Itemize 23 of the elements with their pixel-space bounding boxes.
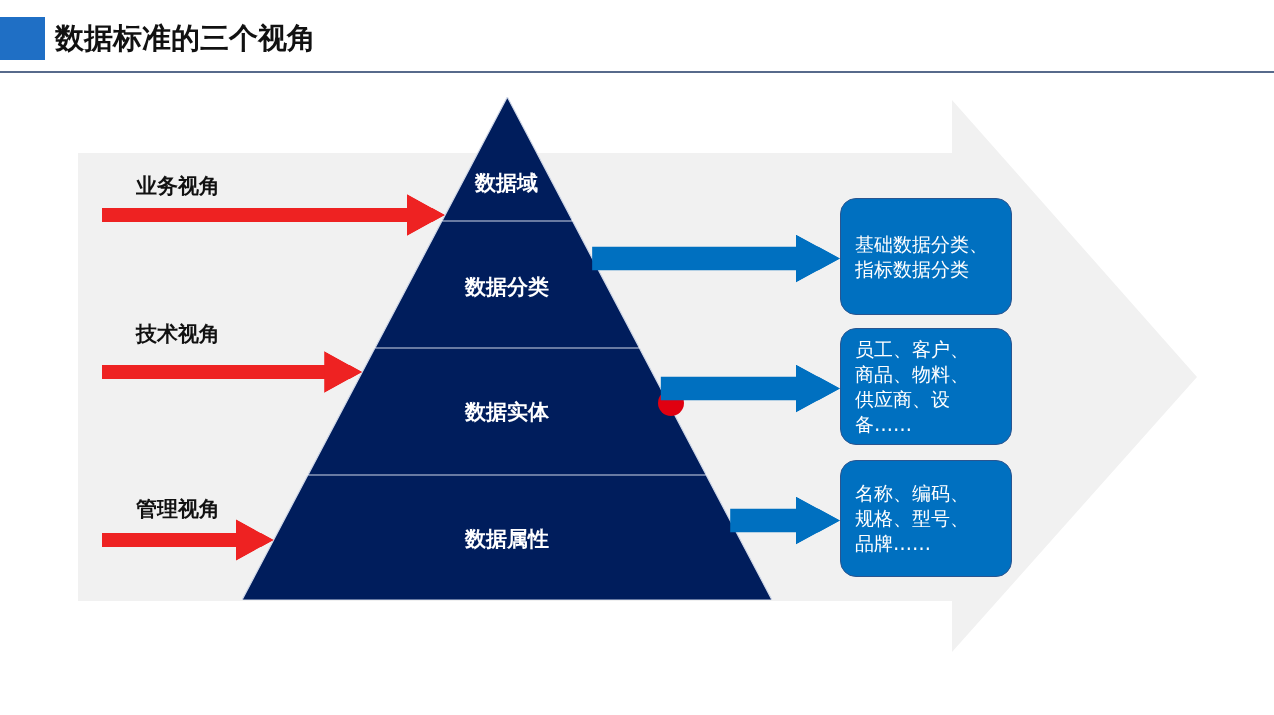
pyramid-layer [307, 348, 707, 475]
layer-label: 数据分类 [465, 274, 549, 301]
pyramid-layer [441, 97, 573, 221]
arrow [730, 496, 840, 545]
info-box [840, 328, 1012, 445]
layer-label: 数据域 [475, 170, 539, 197]
viewpoint-label: 技术视角 [136, 321, 220, 348]
arrow [102, 519, 274, 561]
viewpoint-label: 业务视角 [136, 173, 220, 200]
arrow [102, 194, 445, 236]
viewpoint-label: 管理视角 [136, 496, 220, 523]
title: 数据标准的三个视角 [55, 20, 316, 57]
arrow [660, 364, 840, 413]
layer-label: 数据属性 [465, 526, 549, 553]
info-box [840, 460, 1012, 577]
arrow [102, 351, 363, 393]
info-box [840, 198, 1012, 315]
pyramid-layer [242, 475, 772, 600]
box-text: 员工、客户、商品、物料、供应商、设备…… [855, 336, 970, 437]
layer-label: 数据实体 [465, 399, 549, 426]
box-text: 基础数据分类、指标数据分类 [855, 231, 989, 282]
box-text: 名称、编码、规格、型号、品牌…… [855, 481, 970, 556]
arrow [592, 234, 840, 283]
